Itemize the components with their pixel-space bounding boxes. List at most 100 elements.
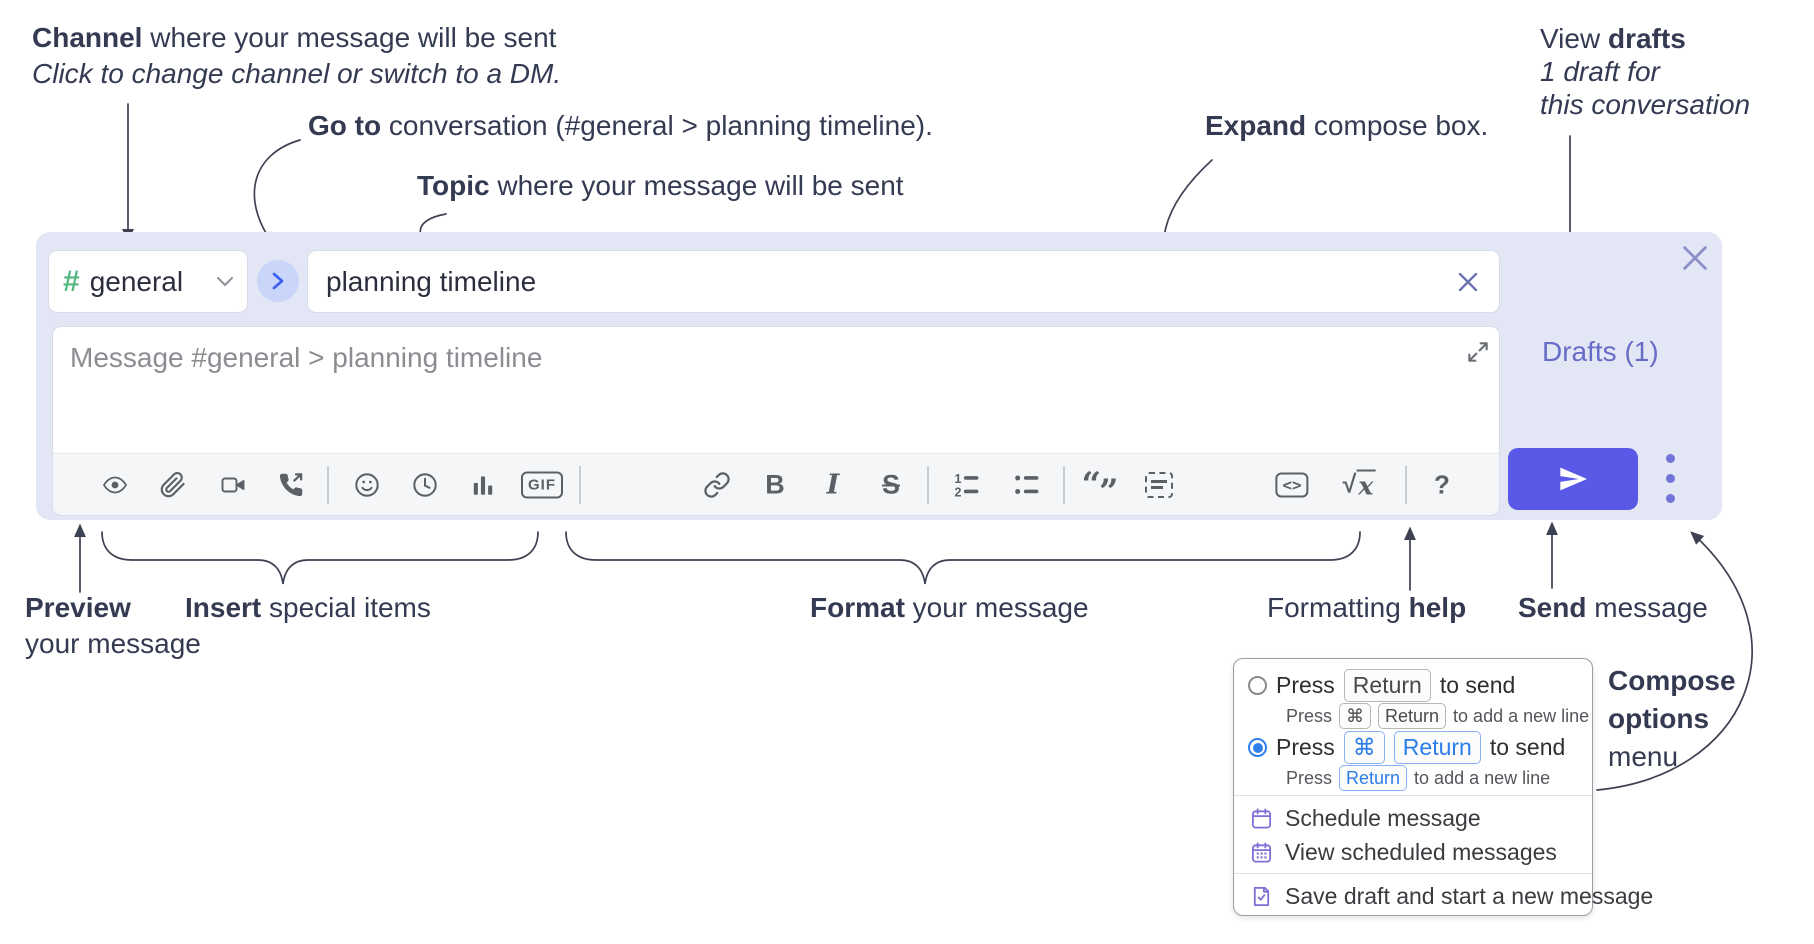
cmd-keycap-blue: ⌘ [1343, 731, 1385, 765]
voice-call-icon[interactable] [278, 472, 305, 499]
hash-icon: # [63, 264, 80, 298]
menu-divider [1234, 873, 1592, 874]
compose-options-kebab-button[interactable] [1666, 454, 1675, 503]
compose-options-menu: Press Return to send Press ⌘ Return to a… [1233, 658, 1653, 916]
opt1-tail: to send [1439, 672, 1516, 699]
chevron-down-icon [217, 276, 233, 286]
link-icon[interactable] [703, 471, 731, 499]
preview-annotation: Preview your message [25, 590, 201, 662]
channel-selector[interactable]: # general [48, 250, 248, 313]
preview-annotation-line2: your message [25, 628, 201, 659]
send-button[interactable] [1508, 448, 1638, 510]
math-root: √ [1342, 470, 1357, 499]
clear-topic-x-icon[interactable] [1455, 269, 1481, 295]
save-draft-check-icon [1253, 886, 1270, 907]
poll-bar-chart-icon[interactable] [470, 472, 496, 498]
channel-annotation-rest: where your message will be sent [142, 22, 557, 53]
video-camera-icon[interactable] [218, 473, 248, 497]
save-draft-label: Save draft and start a new message [1285, 883, 1654, 909]
toolbar-divider [579, 466, 581, 504]
schedule-message-item[interactable]: Schedule message [1250, 805, 1481, 832]
svg-text:1: 1 [955, 472, 962, 486]
goto-annotation: Go to conversation (#general > planning … [308, 108, 933, 144]
toolbar-divider [927, 466, 929, 504]
compose-options-line3: menu [1608, 741, 1679, 772]
return-keycap-blue: Return [1339, 765, 1408, 792]
bold-icon[interactable]: B [765, 469, 785, 500]
code-label: <> [1275, 472, 1309, 498]
italic-icon[interactable]: I [826, 469, 840, 501]
clock-icon[interactable] [412, 472, 439, 499]
bulleted-list-icon[interactable] [1014, 472, 1041, 499]
opt2-sub-press: Press [1286, 767, 1333, 788]
gif-icon[interactable]: GIF [521, 471, 563, 499]
quote-icon[interactable]: “” [1081, 465, 1118, 512]
drafts-annotation-line2: 1 draft for [1540, 56, 1660, 87]
drafts-annotation-pre: View [1540, 23, 1608, 54]
send-annotation: Send message [1518, 590, 1708, 626]
menu-divider [1234, 795, 1592, 796]
paperclip-icon[interactable] [160, 472, 187, 499]
view-scheduled-label: View scheduled messages [1285, 839, 1557, 865]
goto-annotation-bold: Go to [308, 110, 382, 141]
math-var: x [1356, 469, 1376, 501]
channel-annotation-bold: Channel [32, 22, 143, 53]
expand-diagonal-icon[interactable] [1465, 339, 1491, 365]
preview-annotation-bold: Preview [25, 592, 131, 623]
cmd-keycap: ⌘ [1339, 703, 1372, 730]
goto-annotation-rest: conversation (#general > planning timeli… [381, 110, 933, 141]
view-drafts-annotation: View drafts 1 draft for this conversatio… [1540, 22, 1750, 121]
drafts-annotation-line3: this conversation [1540, 89, 1751, 120]
schedule-message-label: Schedule message [1285, 805, 1481, 831]
drafts-link[interactable]: Drafts (1) [1542, 336, 1659, 367]
formatting-help-annotation: Formatting help [1267, 590, 1466, 626]
chevron-right-icon [272, 272, 284, 290]
topic-value: planning timeline [326, 265, 537, 297]
channel-annotation-line2: Click to change channel or switch to a D… [32, 58, 562, 89]
toolbar-divider [1063, 466, 1065, 504]
go-to-conversation-button[interactable] [257, 260, 299, 302]
opt2-press: Press [1276, 734, 1335, 761]
code-icon[interactable]: <> [1275, 472, 1309, 498]
calendar-grid-icon [1251, 842, 1272, 863]
calendar-icon [1251, 808, 1272, 829]
opt2-sub-tail: to add a new line [1414, 767, 1551, 788]
topic-annotation-rest: where your message will be sent [489, 170, 904, 201]
insert-annotation-bold: Insert [185, 592, 262, 623]
view-scheduled-messages-item[interactable]: View scheduled messages [1250, 839, 1557, 866]
eye-preview-icon[interactable] [99, 473, 131, 497]
radio-selected-icon[interactable] [1248, 738, 1267, 758]
compose-options-line2: options [1608, 703, 1710, 734]
help-annotation-bold: help [1408, 592, 1467, 623]
strikethrough-icon[interactable]: S [881, 469, 901, 500]
close-compose-x-icon[interactable] [1680, 243, 1710, 273]
send-annotation-rest: message [1586, 592, 1708, 623]
help-icon[interactable]: ? [1434, 469, 1450, 500]
drafts-annotation-bold: drafts [1607, 23, 1686, 54]
option1-subtext: Press ⌘ Return to add a new line [1286, 703, 1589, 730]
save-draft-item[interactable]: Save draft and start a new message [1250, 883, 1653, 910]
format-annotation: Format your message [810, 590, 1089, 626]
radio-unselected-icon[interactable] [1248, 676, 1267, 696]
topic-input[interactable]: planning timeline [307, 250, 1500, 313]
option-press-return-to-send[interactable]: Press Return to send [1248, 669, 1516, 703]
option2-subtext: Press Return to add a new line [1286, 765, 1551, 792]
channel-name: general [89, 265, 184, 297]
emoji-smiley-icon[interactable] [354, 472, 381, 499]
return-keycap: Return [1343, 669, 1431, 703]
quote-close: ” [1099, 472, 1119, 512]
opt1-sub-press: Press [1286, 705, 1333, 726]
gif-label: GIF [521, 471, 563, 499]
compose-box: # general planning timeline Message #gen… [36, 232, 1722, 520]
spoiler-icon[interactable] [1145, 472, 1173, 498]
message-input[interactable]: Message #general > planning timeline [52, 326, 1500, 516]
math-icon[interactable]: √x [1342, 469, 1376, 501]
opt2-tail: to send [1489, 734, 1566, 761]
insert-annotation-rest: special items [261, 592, 431, 623]
send-annotation-bold: Send [1518, 592, 1587, 623]
opt1-press: Press [1276, 672, 1335, 699]
option-press-cmd-return-to-send[interactable]: Press ⌘ Return to send [1248, 731, 1566, 765]
